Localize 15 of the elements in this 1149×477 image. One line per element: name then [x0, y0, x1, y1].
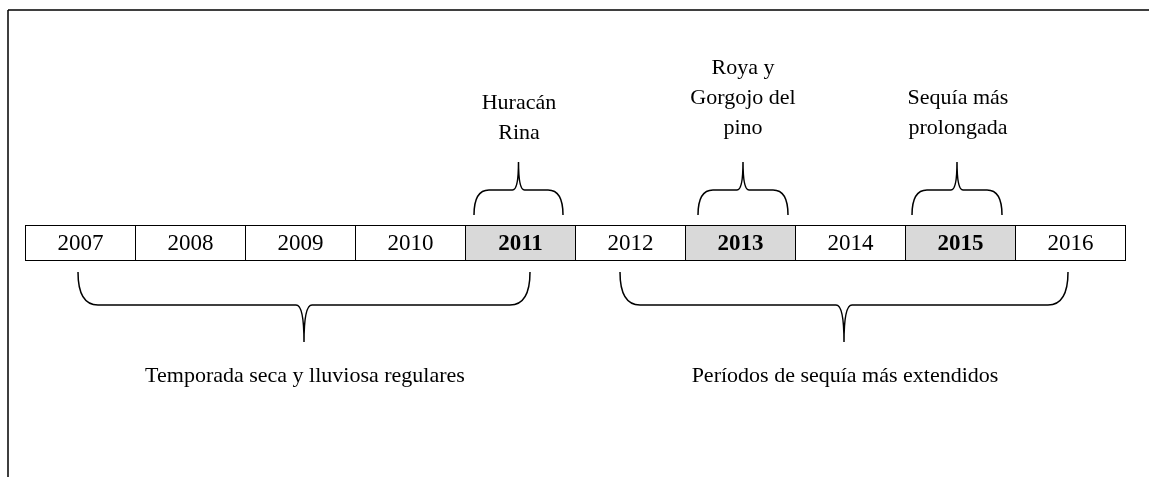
highlighted-year-cell: 2013 — [685, 225, 796, 261]
year-cell: 2016 — [1015, 225, 1126, 261]
annotation-text: Huracán Rina — [480, 88, 558, 146]
year-cell: 2009 — [245, 225, 356, 261]
annotation-text: Sequía más prolongada — [906, 83, 1010, 141]
year-cell: 2012 — [575, 225, 686, 261]
highlighted-year-cell: 2015 — [905, 225, 1016, 261]
year-cell: 2007 — [25, 225, 136, 261]
annotation-text: Temporada seca y lluviosa regulares — [144, 361, 466, 389]
highlighted-year-cell: 2011 — [465, 225, 576, 261]
annotation-text: Períodos de sequía más extendidos — [690, 361, 1000, 389]
annotation-text: Roya y Gorgojo del pino — [689, 53, 797, 141]
year-cell: 2014 — [795, 225, 906, 261]
year-cell: 2010 — [355, 225, 466, 261]
year-cell: 2008 — [135, 225, 246, 261]
